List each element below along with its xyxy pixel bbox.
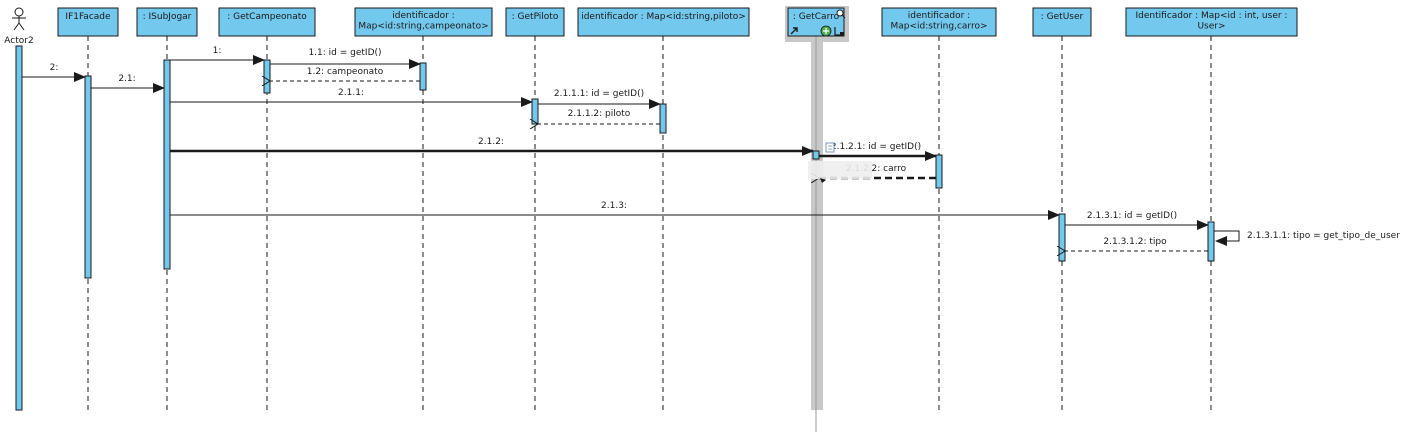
message-m2[interactable]: 2: [22, 63, 86, 82]
lifeline-header-box[interactable] [57, 7, 119, 37]
add-element-icon[interactable] [820, 25, 832, 37]
resize-arrow-icon[interactable] [790, 27, 798, 35]
activation-bar-mapcarro[interactable] [935, 154, 943, 189]
message-label: 2.1.2.2: carro [846, 164, 907, 174]
message-label: 2.1.3.1.2: tipo [1103, 237, 1167, 247]
activation-bar-facade[interactable] [84, 75, 92, 279]
message-label: 1.2: campeonato [307, 67, 384, 77]
activation-bar-getpiloto[interactable] [531, 98, 539, 125]
lifeline-label: : GetUser [1041, 12, 1084, 22]
actor-head [14, 7, 24, 17]
message-m2111[interactable]: 2.1.1.1: id = getID() [538, 89, 661, 109]
lifeline-mapuser[interactable]: Identificador : Map<id : int, user :User… [1125, 7, 1298, 410]
lifeline-label: Map<id:string,carro> [890, 22, 987, 32]
lifeline-label: : GetCampeonato [227, 12, 307, 22]
message-m2121[interactable]: 2.1.2.1: id = getID() [819, 142, 937, 161]
lifeline-label: Map<id:string,campeonato> [358, 22, 488, 32]
lifeline-header-box[interactable] [136, 7, 198, 37]
lifeline-header-box[interactable] [577, 7, 750, 37]
message-m21311[interactable]: 2.1.3.1.1: tipo = get_tipo_de_user [1214, 230, 1400, 246]
lifeline-label: User> [1197, 22, 1225, 32]
lifeline-label: identificador : Map<id:string,piloto> [581, 12, 746, 22]
actor-leg-left [13, 22, 20, 31]
activation-bar-mappiloto[interactable] [659, 103, 667, 134]
lifeline-mappiloto[interactable]: identificador : Map<id:string,piloto> [577, 7, 750, 410]
message-m11[interactable]: 1.1: id = getID() [270, 48, 421, 69]
message-label: 1: [213, 46, 222, 56]
message-m12[interactable]: 1.2: campeonato [270, 67, 420, 81]
actor-name: Actor2 [4, 36, 33, 46]
message-label: 2.1.1.2: piloto [568, 109, 631, 119]
message-label: 2.1.2.1: id = getID() [831, 142, 921, 152]
activation-bar-getuser[interactable] [1058, 213, 1066, 262]
message-m21[interactable]: 2.1: [91, 74, 165, 93]
message-label: 2: [50, 63, 59, 73]
lifeline-getuser[interactable]: : GetUser [1032, 7, 1092, 410]
activation-bar-subjogar[interactable] [163, 59, 171, 270]
activation-bar-getcampeonato[interactable] [263, 59, 271, 94]
message-label: 2.1.1: [338, 88, 364, 98]
message-label: 2.1.3.1: id = getID() [1087, 211, 1177, 221]
lifeline-header-box[interactable] [1125, 7, 1298, 37]
message-label: 2.1.2: [478, 137, 504, 147]
lifeline-header-box[interactable] [1032, 7, 1092, 37]
lifeline-header-box[interactable] [505, 7, 565, 37]
activation-bar-mapcamp[interactable] [419, 62, 427, 91]
lifeline-label: : GetCarro [793, 12, 840, 22]
message-label: 2.1.1.1: id = getID() [554, 89, 644, 99]
activation-bar-mapuser[interactable] [1207, 221, 1215, 262]
message-label: 2.1: [118, 74, 135, 84]
message-m2112[interactable]: 2.1.1.2: piloto [538, 109, 660, 124]
message-label: 2.1.3.1.1: tipo = get_tipo_de_user [1247, 231, 1400, 241]
message-label: 2.1.3: [601, 201, 627, 211]
selection-toolbar[interactable] [790, 9, 846, 183]
lifeline-mapcamp[interactable]: identificador :Map<id:string,campeonato> [354, 7, 493, 410]
lifeline-getcarro[interactable]: : GetCarro [787, 7, 845, 432]
message-m211[interactable]: 2.1.1: [170, 88, 533, 107]
activation-bar-actor[interactable] [15, 45, 23, 411]
message-m2122[interactable]: 2.1.2.2: carro [819, 164, 936, 178]
message-m2132[interactable]: 2.1.3.1.2: tipo [1065, 237, 1208, 251]
actor-leg-right [18, 22, 25, 31]
activation-bar-getcarro[interactable] [812, 150, 820, 160]
lifeline-label: identificador : [908, 11, 970, 21]
lifeline-subjogar[interactable]: : ISubJogar [136, 7, 198, 410]
selection-lifeline-band [811, 42, 823, 410]
lifeline-header-box[interactable] [881, 7, 997, 37]
lifeline-label: : ISubJogar [143, 12, 192, 22]
lifeline-header-box[interactable] [354, 7, 493, 37]
lifeline-getpiloto[interactable]: : GetPiloto [505, 7, 565, 410]
lifeline-label: identificador : [392, 11, 454, 21]
message-label: 1.1: id = getID() [308, 48, 381, 58]
pin-icon[interactable] [836, 9, 846, 19]
lifeline-header-box[interactable] [218, 7, 316, 37]
lifeline-mapcarro[interactable]: identificador :Map<id:string,carro> [881, 7, 997, 410]
label-overlay [808, 161, 872, 179]
cursor-hint-icon [820, 178, 826, 183]
message-m212[interactable]: 2.1.2: [170, 137, 814, 156]
lifeline-label: IF1Facade [65, 12, 111, 22]
actor[interactable]: Actor2 [4, 7, 34, 46]
message-m1[interactable]: 1: [170, 46, 265, 65]
message-m213[interactable]: 2.1.3: [170, 201, 1060, 220]
note-icon[interactable] [825, 142, 835, 153]
message-m2131[interactable]: 2.1.3.1: id = getID() [1065, 211, 1209, 230]
connector-icon[interactable] [834, 27, 844, 36]
lifeline-label: Identificador : Map<id : int, user : [1136, 11, 1288, 21]
lifeline-label: : GetPiloto [512, 12, 559, 22]
lifeline-getcampeonato[interactable]: : GetCampeonato [218, 7, 316, 410]
message-arrow[interactable] [1214, 230, 1240, 246]
lifeline-facade[interactable]: IF1Facade [57, 7, 119, 410]
